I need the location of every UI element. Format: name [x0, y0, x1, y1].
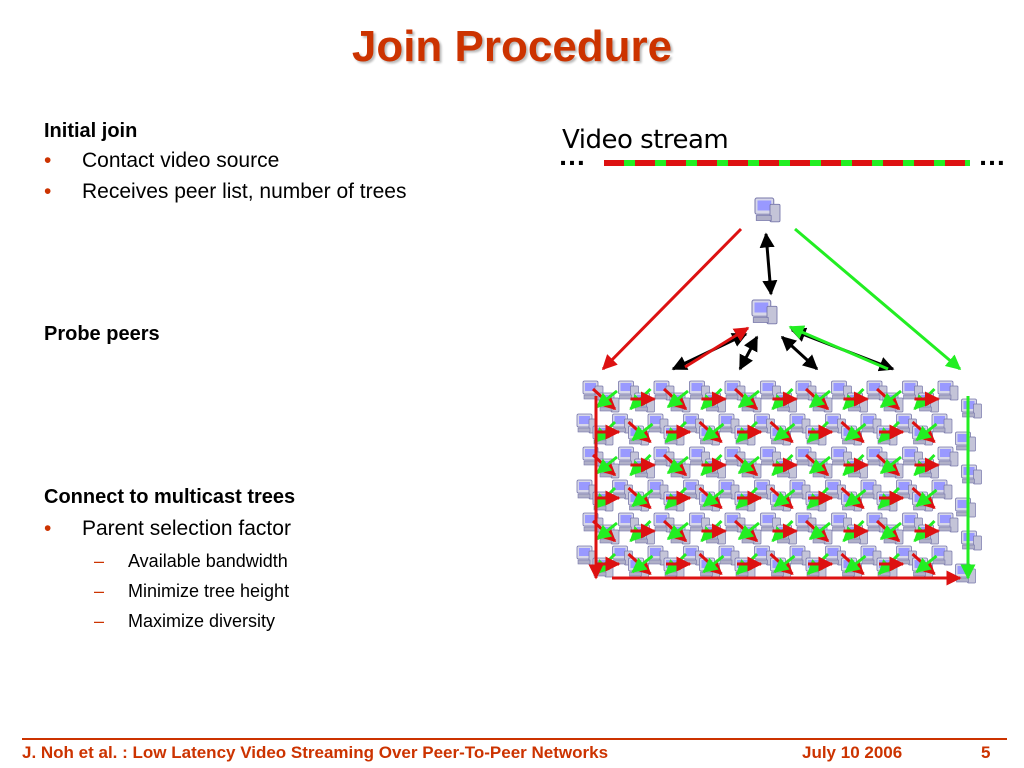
- dash-glyph: –: [94, 581, 105, 601]
- green-tree-link: [702, 488, 725, 508]
- subbullet-diversity: – Maximize diversity: [94, 611, 275, 632]
- dash-glyph: –: [94, 611, 105, 631]
- initial-join-heading: Initial join: [44, 120, 138, 142]
- peer-icon: [961, 530, 982, 551]
- green-tree-link: [808, 389, 831, 409]
- green-tree-link: [773, 422, 796, 442]
- subbullet-text: Available bandwidth: [128, 551, 288, 571]
- stream-ellipsis-left: …: [558, 140, 587, 171]
- green-tree-link: [808, 521, 831, 541]
- green-tree-link: [915, 488, 938, 508]
- peer-icon: [937, 380, 959, 401]
- connect-heading: Connect to multicast trees: [44, 486, 296, 508]
- green-tree-link: [666, 521, 689, 541]
- green-tree-link: [595, 521, 618, 541]
- stream-ellipsis-right: …: [978, 140, 1007, 171]
- new-peer-icon: [751, 299, 778, 325]
- bullet-contact-source: • Contact video source: [44, 149, 279, 173]
- green-tree-link: [773, 554, 796, 574]
- green-tree-link: [666, 389, 689, 409]
- bullet-receives-peer-list: • Receives peer list, number of trees: [44, 180, 406, 204]
- peer-icon: [955, 431, 976, 452]
- green-tree-link: [702, 422, 725, 442]
- bullet-text: Contact video source: [82, 149, 280, 172]
- green-tree-link: [631, 554, 654, 574]
- subbullet-text: Maximize diversity: [128, 611, 276, 631]
- green-tree-link: [631, 422, 654, 442]
- probe-arrow: [780, 335, 819, 371]
- peer-icon: [961, 398, 982, 419]
- subbullet-tree-height: – Minimize tree height: [94, 581, 289, 602]
- source-peer-icon: [754, 197, 781, 223]
- footer-date: July 10 2006: [802, 743, 903, 762]
- peer-network-diagram: [576, 160, 982, 586]
- bullet-glyph: •: [44, 149, 52, 172]
- peer-mesh: [576, 380, 982, 586]
- bullet-glyph: •: [44, 180, 52, 203]
- bullet-text: Parent selection factor: [82, 517, 291, 540]
- green-tree-link: [666, 455, 689, 475]
- video-stream-label: Video stream: [562, 125, 729, 155]
- peer-icon: [955, 563, 976, 584]
- green-tree-link: [773, 488, 796, 508]
- footer-citation: J. Noh et al. : Low Latency Video Stream…: [22, 743, 609, 762]
- bullet-text: Receives peer list, number of trees: [82, 180, 407, 203]
- peer-icon: [937, 446, 959, 467]
- green-tree-link: [879, 521, 902, 541]
- subbullet-text: Minimize tree height: [128, 581, 290, 601]
- red-tree-arrow: [601, 227, 743, 371]
- bullet-parent-selection: • Parent selection factor: [44, 517, 291, 541]
- green-tree-link: [737, 389, 760, 409]
- green-tree-link: [737, 521, 760, 541]
- green-tree-link: [844, 554, 867, 574]
- footer-rule: [22, 738, 1007, 740]
- green-tree-link: [631, 488, 654, 508]
- green-tree-link: [879, 455, 902, 475]
- probe-peers-heading: Probe peers: [44, 323, 160, 345]
- slide-title: Join Procedure: [351, 22, 673, 71]
- probe-arrow: [738, 335, 759, 371]
- subbullet-bandwidth: – Available bandwidth: [94, 551, 288, 572]
- green-tree-link: [595, 455, 618, 475]
- green-tree-link: [808, 455, 831, 475]
- green-tree-link: [844, 422, 867, 442]
- red-parent-arrow: [684, 326, 750, 369]
- green-tree-link: [737, 455, 760, 475]
- green-tree-link: [702, 554, 725, 574]
- green-tree-link: [844, 488, 867, 508]
- peer-icon: [961, 464, 982, 485]
- green-tree-link: [879, 389, 902, 409]
- bullet-glyph: •: [44, 517, 52, 540]
- green-tree-link: [915, 554, 938, 574]
- green-tree-link: [595, 389, 618, 409]
- footer-page-number: 5: [981, 743, 991, 762]
- green-tree-link: [915, 422, 938, 442]
- green-parent-arrow: [788, 325, 889, 371]
- peer-icon: [937, 512, 959, 533]
- peer-icon: [955, 497, 976, 518]
- source-link-arrow: [759, 232, 778, 296]
- dash-glyph: –: [94, 551, 105, 571]
- green-tree-arrow: [794, 227, 962, 371]
